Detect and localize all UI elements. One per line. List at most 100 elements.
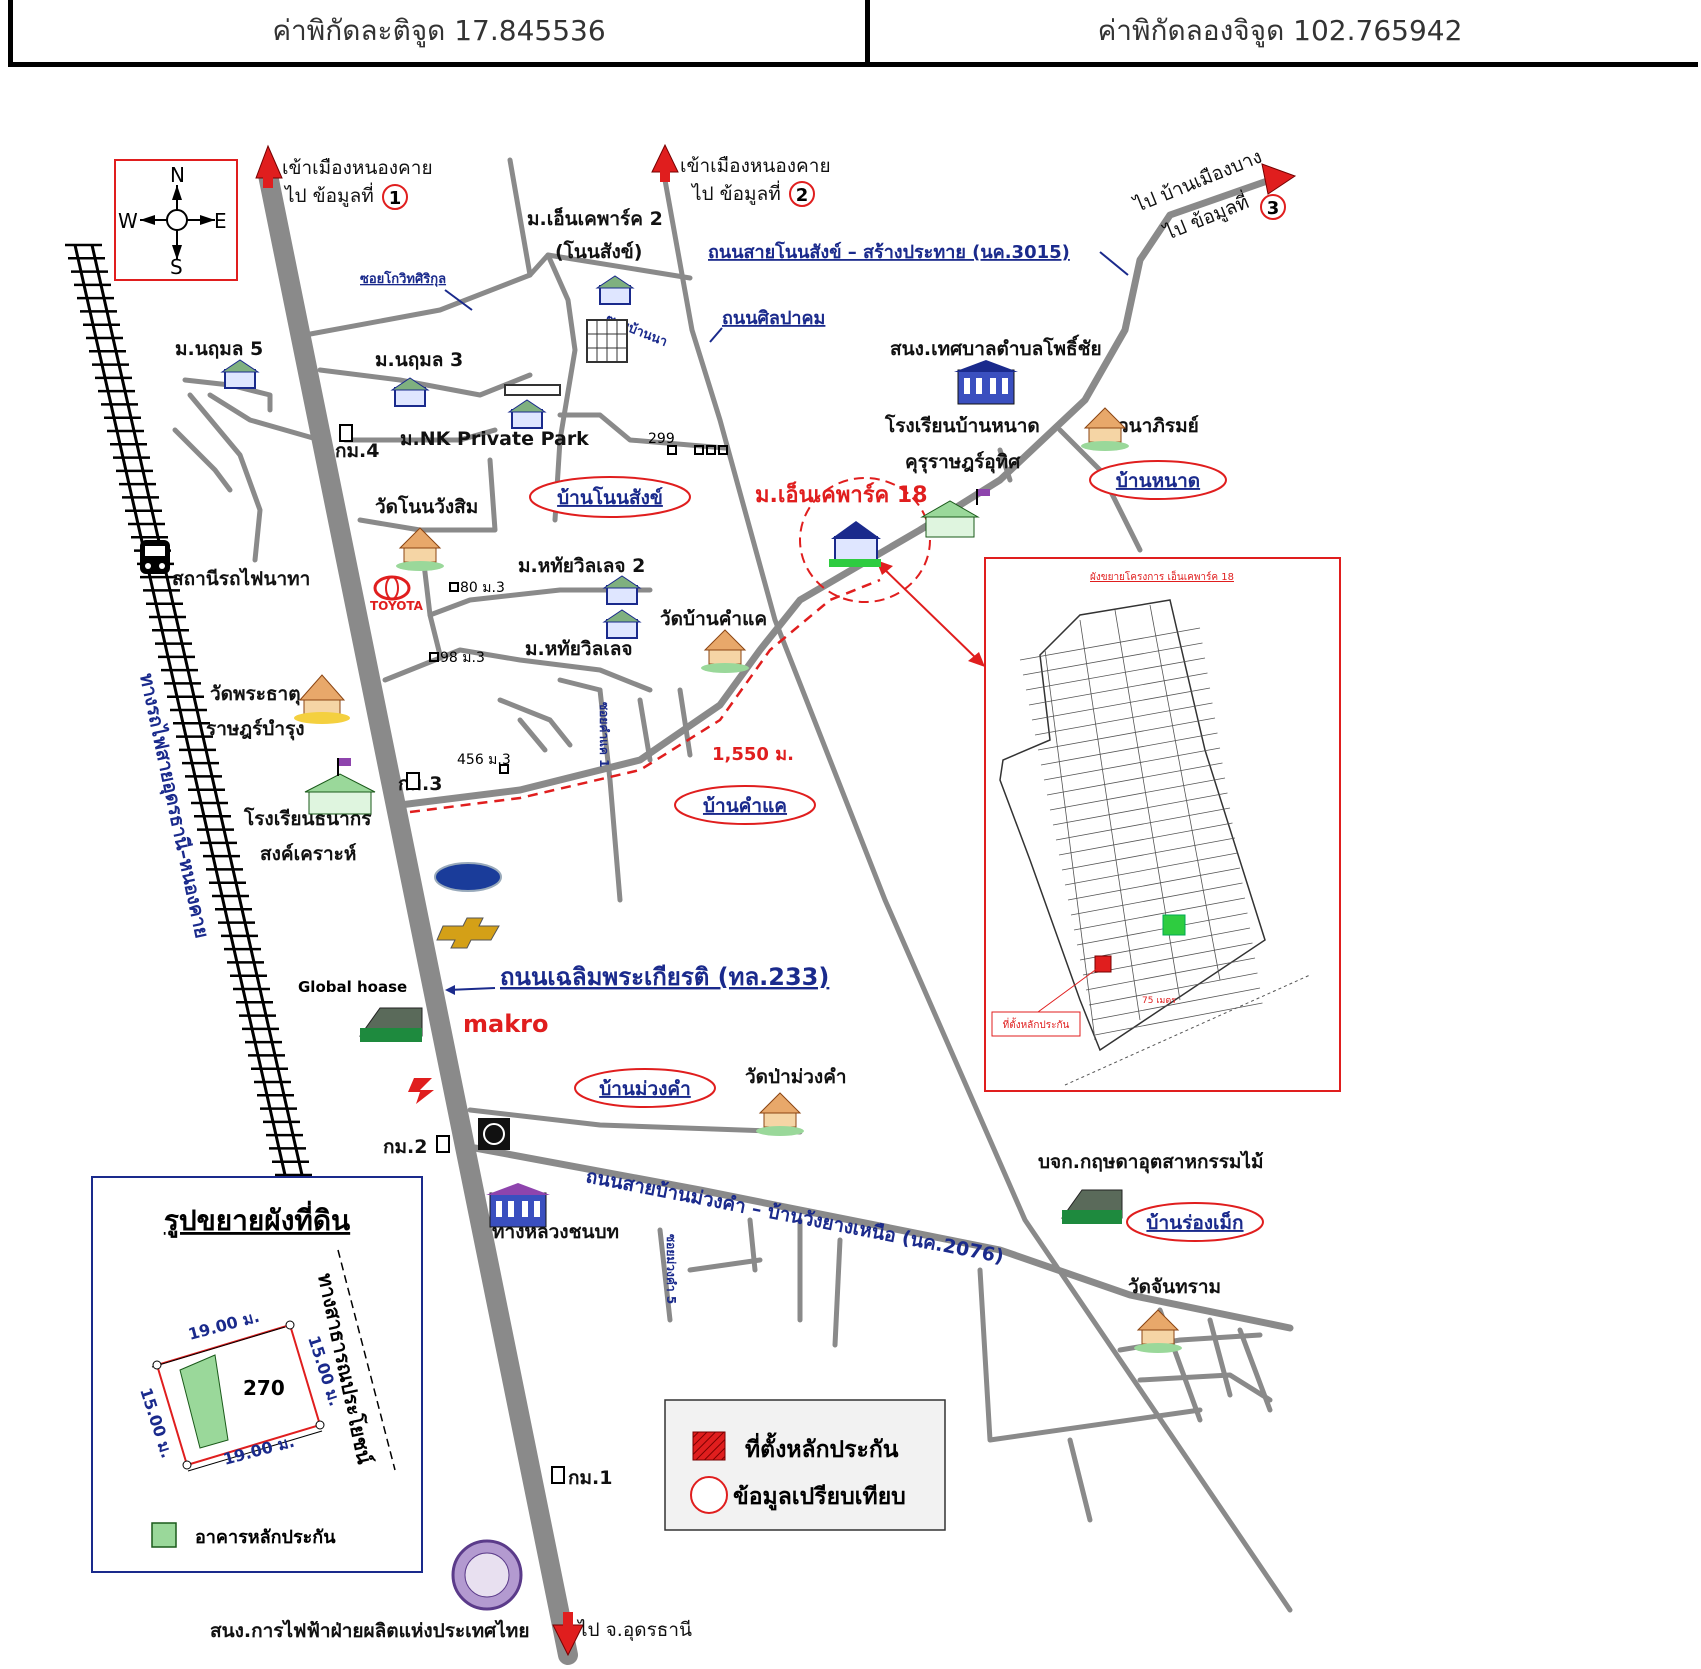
road-wat-chan-5	[1237, 1327, 1273, 1413]
mazda-logo-icon	[478, 1118, 510, 1150]
wat-phrathat-l1: วัดพระธาตุ	[210, 683, 301, 706]
road-west-2	[187, 392, 263, 563]
road-west-4	[172, 427, 233, 493]
inset-grid-line	[1079, 619, 1141, 1021]
north1-num: 1	[389, 188, 402, 209]
road-mid-1	[417, 527, 653, 618]
nk18-comparison-circle	[799, 477, 931, 603]
inset-grid-line	[1058, 822, 1233, 856]
road-west-3	[207, 392, 323, 443]
temple-icon	[756, 1092, 804, 1136]
global-house-label: Global hoase	[298, 978, 407, 996]
legend-collateral-swatch	[692, 1431, 726, 1461]
road-south-5	[832, 1237, 843, 1348]
north1-num-circle	[382, 184, 408, 210]
tambon-office-label: สนง.เทศบาลตำบลโพธิ์ชัย	[890, 334, 1102, 360]
inset-grid-line	[1025, 657, 1206, 691]
nk18-label: ม.เอ็นเคพาร์ค 18	[755, 480, 928, 508]
inset-distance-label: 75 เมตร	[1142, 996, 1176, 1006]
compass-n: N	[170, 163, 185, 187]
nudom5-label: ม.นฤมล 5	[175, 338, 263, 360]
road-upper-2	[507, 157, 533, 278]
inset-grid-line	[1049, 777, 1226, 811]
suzuki-logo-icon	[408, 1078, 434, 1104]
ban-nahat-oval	[1089, 460, 1227, 500]
temple-icon-phrathat	[294, 674, 350, 724]
km4-label: กม.4	[335, 440, 379, 462]
inset-grid-line	[1085, 957, 1256, 991]
makro-logo: makro	[463, 1010, 549, 1038]
ne-num: 3	[1267, 198, 1280, 219]
nudom3-label: ม.นฤมล 3	[375, 349, 463, 371]
road-mid-8	[557, 677, 603, 693]
house-icon	[390, 377, 430, 407]
train-icon	[140, 540, 170, 574]
coordinates-header: ค่าพิกัดละติจูด 17.845536 ค่าพิกัดลองจิจ…	[0, 0, 1701, 67]
no98-label: 98 ม.3	[440, 650, 485, 666]
road-south-3	[747, 1217, 758, 1273]
km-post-icon	[339, 424, 353, 442]
mahai-label: ม.หทัยวิลเลจ	[525, 638, 633, 660]
ban-rong-mek-label: บ้านร่องเม็ก	[1146, 1210, 1243, 1234]
mahai2-label: ม.หทัยวิลเลจ 2	[518, 555, 645, 577]
ban-muang-kham-oval	[574, 1068, 716, 1108]
inset-grid-line	[1022, 642, 1203, 676]
latitude-text: ค่าพิกัดละติจูด 17.845536	[272, 14, 606, 47]
toyota-label: TOYOTA	[370, 599, 424, 613]
compass-w: W	[118, 209, 138, 233]
inset-collateral-label: ที่ตั้งหลักประกัน	[1003, 1017, 1070, 1031]
wat-kham-khae-label: วัดบ้านคำแค	[660, 608, 767, 630]
soi-muang-5-label: ซอยม่วงคำ 5	[664, 1234, 678, 1304]
inset-pointer-head2	[968, 652, 985, 667]
arrow-south	[552, 1612, 584, 1657]
inset-grid-line	[1037, 717, 1216, 751]
wat-phrathat-l2: ราษฎร์บำรุง	[206, 718, 305, 741]
no80-label: 80 ม.3	[460, 580, 505, 596]
road-upper-5	[342, 427, 498, 443]
km3-label: กม.3	[398, 773, 442, 795]
warehouse-icon	[359, 1007, 423, 1042]
km-post-icon	[436, 1135, 450, 1153]
inset-grid-line	[1055, 807, 1231, 841]
plot-building	[179, 1354, 229, 1449]
north2-line1: เข้าเมืองหนองคาย	[680, 155, 831, 177]
km-post-icon	[406, 772, 420, 790]
wat-pa-muang-label: วัดป่าม่วงคำ	[745, 1066, 847, 1088]
inset-grid-line	[1019, 627, 1201, 661]
soi-kosit-arrow	[444, 289, 473, 311]
legend-comparison-label: ข้อมูลเปรียบเทียบ	[733, 1484, 906, 1511]
office-building-icon	[954, 360, 1018, 405]
silapakhom-label: ถนนศิลปาคม	[722, 308, 825, 329]
road-nk-private	[357, 457, 498, 533]
soi-kosit-label: ซอยโกวิทศิริกุล	[360, 270, 446, 287]
house-icon-nk18	[829, 521, 881, 567]
map-legend: ที่ตั้งหลักประกัน ข้อมูลเปรียบเทียบ	[664, 1399, 946, 1531]
nk-park2-l1: ม.เอ็นเคพาร์ค 2	[527, 206, 663, 230]
temple-icon	[1134, 1309, 1182, 1353]
school-thanakorn-l2: สงค์เคราะห์	[260, 843, 356, 865]
inset-grid-line	[1043, 747, 1221, 781]
highway-label-arrow	[447, 987, 496, 991]
plot-title: รูปขยายผังที่ดิน	[164, 1200, 350, 1238]
road-wat-chan-2	[1137, 1372, 1273, 1403]
north2-num: 2	[796, 185, 809, 206]
road-2076	[471, 1144, 1294, 1332]
station-label: สถานีรถไฟนาทา	[172, 567, 310, 590]
road-299	[557, 412, 728, 451]
arrow-north-1	[255, 144, 283, 188]
inset-collateral-lot	[1094, 955, 1112, 973]
arrow-ne	[1261, 163, 1297, 195]
inset-grid-line	[1149, 604, 1221, 981]
inset-grid-line	[1046, 762, 1223, 796]
soi-kham-1-label: ซอยคำแค 1	[597, 702, 611, 767]
distance-label: 1,550 ม.	[712, 744, 794, 765]
road-south-1	[657, 1227, 673, 1323]
plot-number: 270	[243, 1376, 285, 1400]
road-nahat-2	[997, 447, 1013, 483]
ban-rong-mek-oval	[1126, 1202, 1264, 1242]
inset-grid-line	[1040, 732, 1218, 766]
road-3015	[396, 176, 1274, 809]
wat-non-wang-label: วัดโนนวังสิม	[375, 495, 478, 518]
inset-grid-line	[1031, 687, 1211, 721]
